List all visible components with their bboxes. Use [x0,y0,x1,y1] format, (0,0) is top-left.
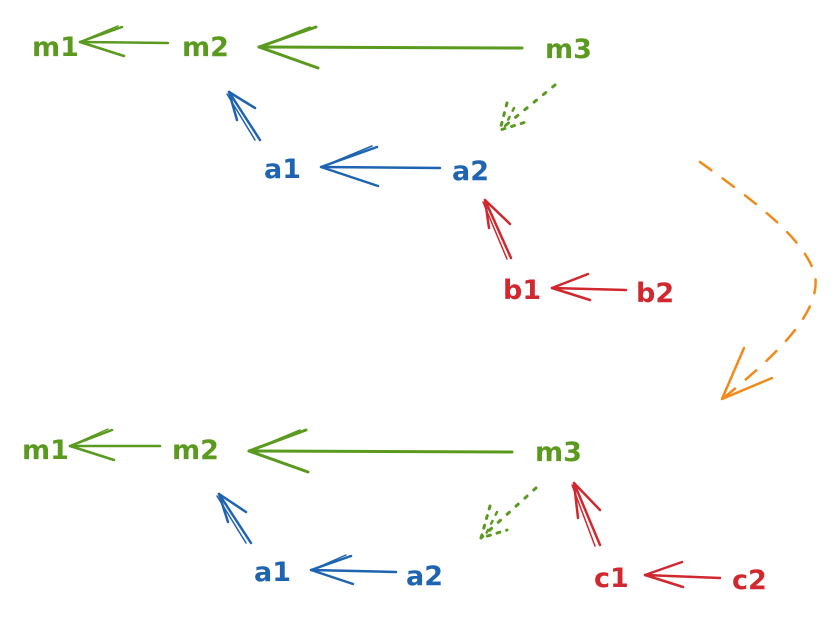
arrow-b1-to-a2 [482,198,513,260]
arrow-m3-to-m2 [257,25,524,70]
node-bottom-m1: m1 [22,435,69,466]
dotted-arrow-m3-to-a2 [498,83,557,132]
arrow-a2-to-a1 [319,145,442,188]
bottom-graph: m1 m2 m3 a1 a2 c1 c2 [22,428,767,596]
node-bottom-m3: m3 [535,437,582,468]
node-top-m3: m3 [545,34,592,65]
node-bottom-a2: a2 [406,561,443,592]
arrow-m3-to-m2 [247,428,514,474]
node-top-b2: b2 [636,278,674,309]
arrow-m2-to-m1 [78,25,170,58]
node-top-a1: a1 [264,154,301,185]
arrow-a2-to-a1 [309,554,398,586]
node-top-a2: a2 [452,156,489,187]
arrow-m2-to-m1 [68,428,162,462]
arrow-a1-to-m2 [216,492,253,545]
node-top-m1: m1 [32,32,79,63]
node-top-b1: b1 [503,275,541,306]
node-bottom-c2: c2 [732,565,767,596]
top-graph: m1 m2 m3 a1 a2 b1 b2 [32,25,674,309]
arrow-c2-to-c1 [643,560,722,589]
transition-arrow [698,160,817,401]
node-top-m2: m2 [182,32,229,63]
node-bottom-m2: m2 [172,435,219,466]
node-bottom-c1: c1 [594,563,629,594]
dotted-arrow-m3-to-a2 [479,486,538,540]
arrow-c1-to-m3 [571,481,602,547]
arrow-b2-to-b1 [550,272,628,302]
arrow-a1-to-m2 [226,90,262,142]
node-bottom-a1: a1 [254,557,291,588]
